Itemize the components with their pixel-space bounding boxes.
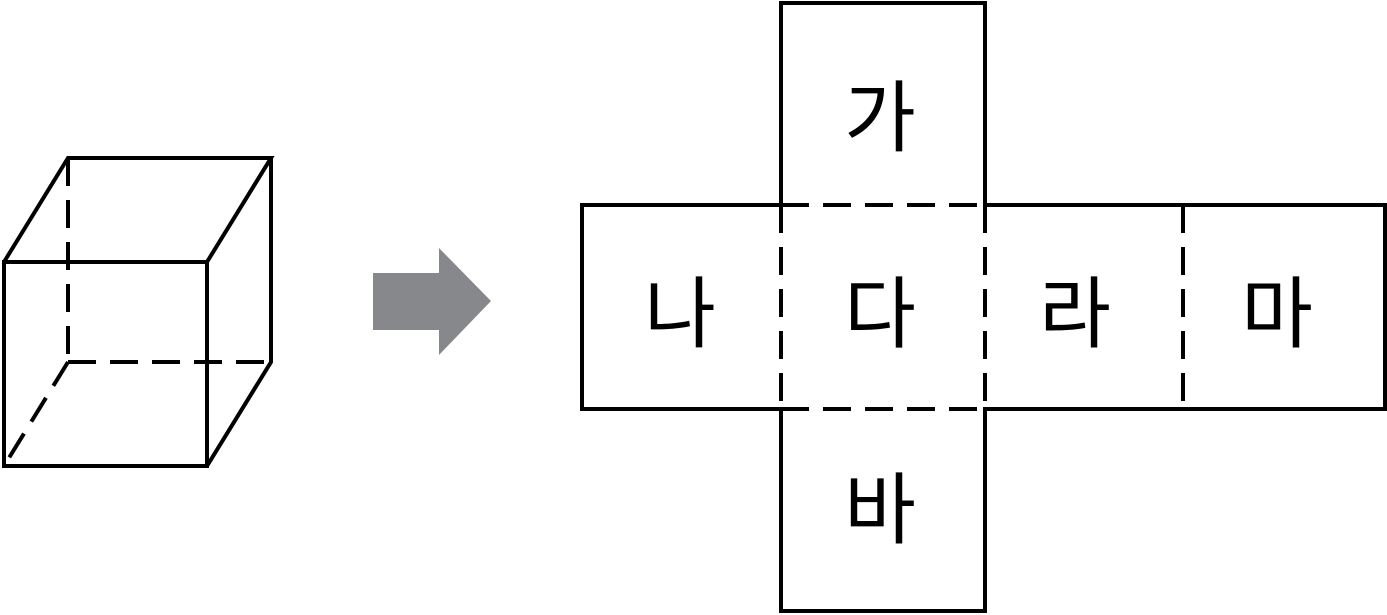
cube-top-edges — [2, 156, 275, 264]
arrow-right-icon — [373, 248, 491, 355]
cube-hidden-diagonal-edge — [2, 360, 70, 468]
cube-right-edges — [205, 158, 273, 468]
face-label-top: 가 — [844, 74, 916, 164]
cube-net: 가 나 다 라 마 바 — [580, 1, 1387, 613]
face-label-right: 라 — [1039, 270, 1111, 360]
face-label-left: 나 — [644, 270, 716, 360]
face-label-bottom: 바 — [844, 466, 916, 556]
face-label-center: 다 — [844, 270, 916, 360]
face-label-far-right: 마 — [1241, 270, 1313, 360]
cube-drawing — [2, 156, 275, 468]
